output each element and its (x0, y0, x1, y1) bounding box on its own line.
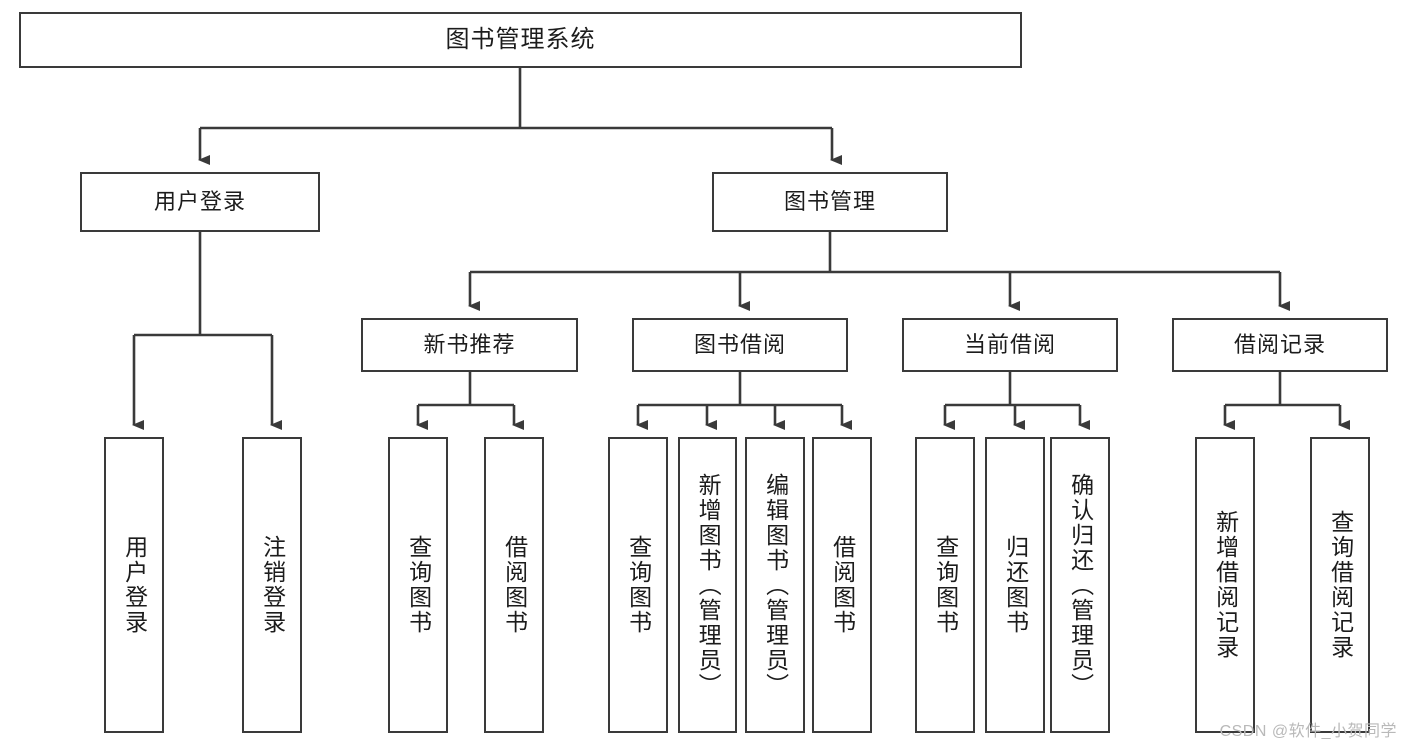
node-leaf-logout[interactable]: 注销登录 (242, 437, 302, 733)
node-user-login[interactable]: 用户登录 (80, 172, 320, 232)
node-leaf-add-book[interactable]: 新增图书（管理员） (678, 437, 737, 733)
node-leaf-user-login[interactable]: 用户登录 (104, 437, 164, 733)
node-current-borrow[interactable]: 当前借阅 (902, 318, 1118, 372)
node-system-title[interactable]: 图书管理系统 (19, 12, 1022, 68)
node-leaf-confirm-return[interactable]: 确认归还（管理员） (1050, 437, 1110, 733)
node-leaf-edit-book[interactable]: 编辑图书（管理员） (745, 437, 805, 733)
node-leaf-query-book-3[interactable]: 查询图书 (915, 437, 975, 733)
node-book-borrow[interactable]: 图书借阅 (632, 318, 848, 372)
node-leaf-query-record[interactable]: 查询借阅记录 (1310, 437, 1370, 733)
node-book-manage[interactable]: 图书管理 (712, 172, 948, 232)
node-leaf-return-book[interactable]: 归还图书 (985, 437, 1045, 733)
node-leaf-borrow-book-1[interactable]: 借阅图书 (484, 437, 544, 733)
node-leaf-query-book-2[interactable]: 查询图书 (608, 437, 668, 733)
csdn-watermark: CSDN @软件_小贺同学 (1219, 723, 1397, 740)
node-new-book-recommend[interactable]: 新书推荐 (361, 318, 578, 372)
node-borrow-record[interactable]: 借阅记录 (1172, 318, 1388, 372)
node-leaf-borrow-book-2[interactable]: 借阅图书 (812, 437, 872, 733)
node-leaf-query-book-1[interactable]: 查询图书 (388, 437, 448, 733)
node-leaf-add-record[interactable]: 新增借阅记录 (1195, 437, 1255, 733)
